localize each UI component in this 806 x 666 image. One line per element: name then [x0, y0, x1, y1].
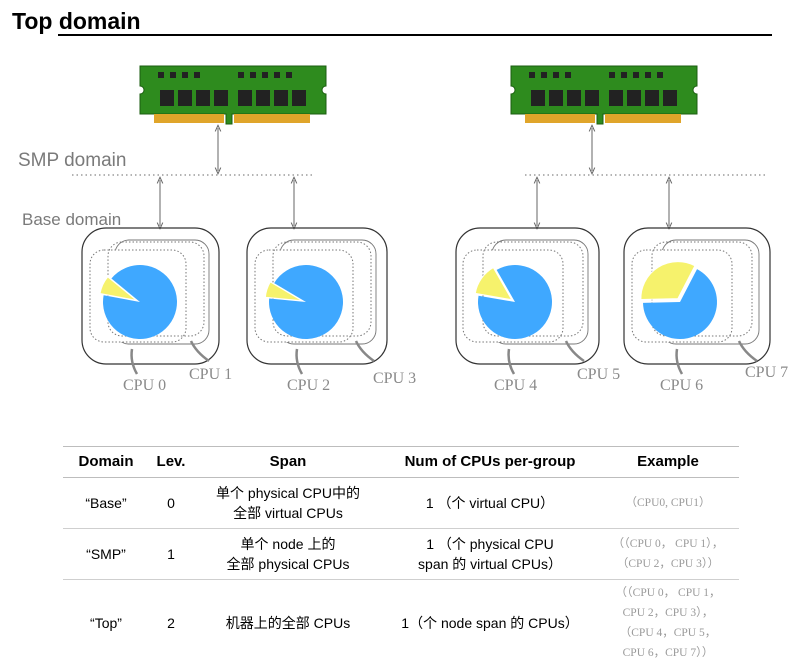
- span-cell: 单个 physical CPU中的 全部 virtual CPUs: [193, 478, 383, 529]
- level-cell: 0: [149, 478, 193, 529]
- label-leader: [509, 349, 514, 374]
- level-cell: 2: [149, 580, 193, 666]
- column-header: Num of CPUs per-group: [383, 447, 597, 478]
- label-leader: [297, 349, 302, 374]
- table-header-row: Domain Lev. Span Num of CPUs per-group E…: [63, 447, 739, 478]
- example-cell: （（CPU 0， CPU 1， CPU 2，CPU 3）， （CPU 4，CPU…: [597, 580, 739, 666]
- cpu-label: CPU 4: [494, 377, 537, 395]
- column-header: Span: [193, 447, 383, 478]
- column-header: Lev.: [149, 447, 193, 478]
- cpu-label: CPU 3: [373, 370, 416, 388]
- column-header: Example: [597, 447, 739, 478]
- span-cell: 单个 node 上的 全部 physical CPUs: [193, 529, 383, 580]
- cpu-label: CPU 7: [745, 364, 788, 382]
- domain-table: Domain Lev. Span Num of CPUs per-group E…: [63, 446, 739, 666]
- memory-module-icon: [140, 66, 326, 124]
- domain-cell: “Base”: [63, 478, 149, 529]
- cpu-label: CPU 0: [123, 377, 166, 395]
- memory-module-icon: [511, 66, 697, 124]
- cpu-label: CPU 5: [577, 366, 620, 384]
- label-leader: [677, 349, 682, 374]
- example-cell: （（CPU 0， CPU 1）， （CPU 2，CPU 3））: [597, 529, 739, 580]
- cpu-used-slice: [269, 265, 343, 339]
- column-header: Domain: [63, 447, 149, 478]
- num-cpus-cell: 1（个 node span 的 CPUs）: [383, 580, 597, 666]
- num-cpus-cell: 1 （个 virtual CPU）: [383, 478, 597, 529]
- table-row: “Top” 2 机器上的全部 CPUs 1（个 node span 的 CPUs…: [63, 580, 739, 666]
- example-cell: （CPU0, CPU1）: [597, 478, 739, 529]
- domain-cell: “SMP”: [63, 529, 149, 580]
- cpu-used-slice: [103, 265, 177, 339]
- cpu-label: CPU 6: [660, 377, 703, 395]
- num-cpus-cell: 1 （个 physical CPU span 的 virtual CPUs）: [383, 529, 597, 580]
- domain-cell: “Top”: [63, 580, 149, 666]
- table-row: “Base” 0 单个 physical CPU中的 全部 virtual CP…: [63, 478, 739, 529]
- level-cell: 1: [149, 529, 193, 580]
- label-leader: [191, 341, 209, 361]
- label-leader: [132, 349, 137, 374]
- cpu-label: CPU 1: [189, 366, 232, 384]
- base-domain-label: Base domain: [22, 210, 121, 230]
- span-cell: 机器上的全部 CPUs: [193, 580, 383, 666]
- cpu-label: CPU 2: [287, 377, 330, 395]
- table-row: “SMP” 1 单个 node 上的 全部 physical CPUs 1 （个…: [63, 529, 739, 580]
- smp-domain-label: SMP domain: [18, 150, 126, 172]
